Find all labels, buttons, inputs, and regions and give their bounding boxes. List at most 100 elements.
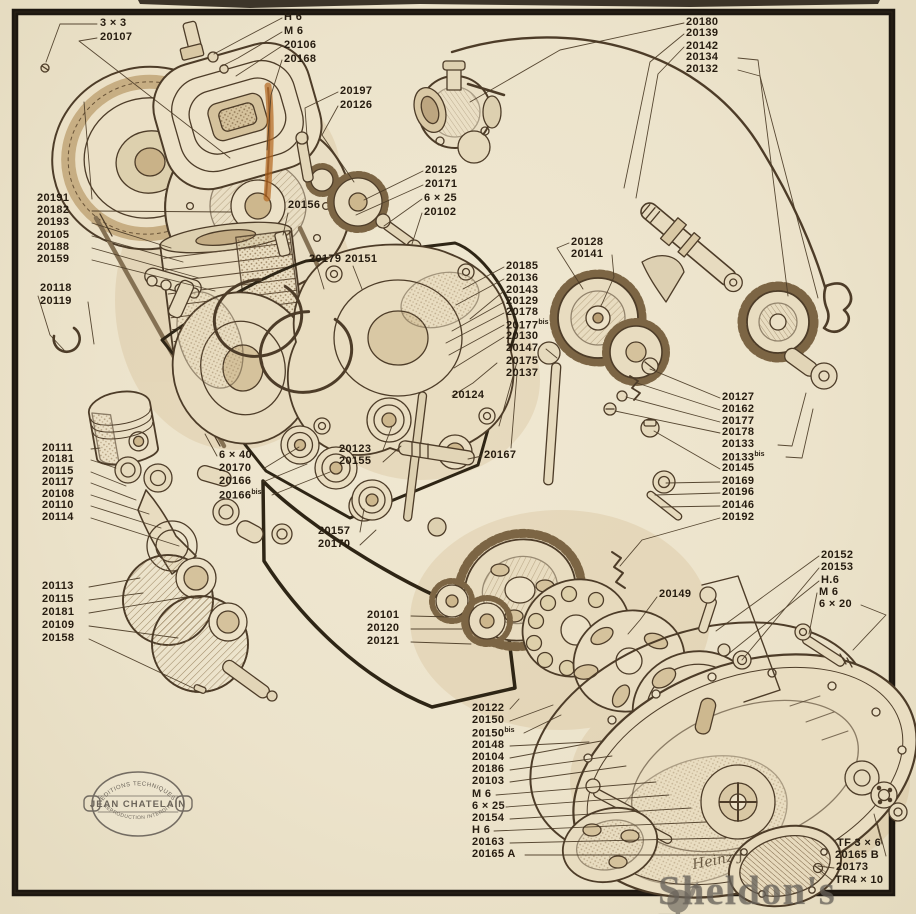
leader-line xyxy=(509,698,520,710)
leader-line xyxy=(726,580,820,656)
part-label: H 6 xyxy=(284,11,303,23)
leader-line xyxy=(45,23,98,63)
part-label: 20133bis xyxy=(722,451,765,464)
leader-line xyxy=(545,348,558,359)
leader-line xyxy=(654,492,721,496)
part-label: 3 × 3 xyxy=(100,17,127,29)
leader-line xyxy=(469,290,505,320)
leader-line xyxy=(262,446,300,470)
small-fittings xyxy=(603,357,683,589)
leader-line xyxy=(498,361,518,427)
leader-line xyxy=(445,312,505,344)
leader-line xyxy=(88,592,144,601)
leader-line xyxy=(785,408,814,459)
leader-line xyxy=(355,184,424,216)
part-label: 20197 xyxy=(340,85,373,97)
leader-line xyxy=(509,755,613,771)
leader-line xyxy=(282,212,289,236)
leader-line xyxy=(451,362,498,397)
part-label: 20196 xyxy=(722,486,755,498)
part-label: 20152 xyxy=(821,549,854,561)
leader-line xyxy=(453,336,505,369)
part-label: 20137 xyxy=(506,367,539,379)
leader-line xyxy=(509,765,627,783)
clutch-flange xyxy=(561,807,659,883)
leader-line xyxy=(635,46,685,199)
part-label: M 6 xyxy=(819,586,839,598)
part-label: 20122 xyxy=(472,702,505,714)
leader-line xyxy=(359,508,365,533)
scan-edge-artifact xyxy=(138,0,880,8)
leader-line xyxy=(451,301,505,332)
part-label: 20143 xyxy=(506,284,539,296)
part-label: H.6 xyxy=(821,574,840,586)
part-label: 20177 xyxy=(722,415,755,427)
part-label: 20178 xyxy=(506,306,539,318)
leader-line xyxy=(660,505,721,508)
spring-clip xyxy=(822,282,853,334)
leader-line xyxy=(90,494,150,515)
leader-line xyxy=(382,425,393,451)
piston xyxy=(88,390,159,466)
part-label: 20193 xyxy=(37,216,70,228)
leader-line xyxy=(649,368,721,399)
part-label: 20185 xyxy=(506,260,539,272)
leader-line xyxy=(808,592,818,635)
leader-line xyxy=(83,101,93,200)
leader-line xyxy=(410,615,452,618)
part-label: 6 × 40 xyxy=(219,449,252,461)
stamp-name-text: JEAN CHATELAIN xyxy=(90,799,186,810)
part-label: 20147 xyxy=(506,342,539,354)
part-label: 20163 xyxy=(472,836,505,848)
part-label: 20188 xyxy=(37,241,70,253)
part-label: 20153 xyxy=(821,561,854,573)
part-label: 20130 xyxy=(506,330,539,342)
camshaft-gears xyxy=(549,255,685,386)
leader-line xyxy=(91,235,184,263)
leader-line xyxy=(90,459,117,469)
part-label: 20118 xyxy=(40,282,72,294)
leader-line xyxy=(509,704,554,722)
part-label: 20104 xyxy=(472,751,505,763)
emu-icon xyxy=(667,882,700,914)
gudgeon-pin-parts xyxy=(114,456,293,545)
leader-line xyxy=(352,265,363,290)
leader-line xyxy=(665,481,721,484)
leader-line xyxy=(873,813,883,845)
leader-line xyxy=(78,37,231,159)
part-label: 20182 xyxy=(37,204,70,216)
kickstart-shaft xyxy=(640,202,743,293)
part-label: 20106 xyxy=(284,39,317,51)
leader-line xyxy=(88,595,193,614)
part-label: 20173 xyxy=(836,861,869,873)
leader-line xyxy=(321,105,355,183)
part-label: 20142 xyxy=(686,40,719,52)
part-label: 20125 xyxy=(425,164,458,176)
leader-line xyxy=(469,22,685,103)
leader-line xyxy=(91,222,172,249)
part-label: 20158 xyxy=(42,632,75,644)
leader-line xyxy=(235,45,283,77)
part-label: 6 × 20 xyxy=(819,598,852,610)
part-label: 20155 xyxy=(339,455,372,467)
part-label: 20102 xyxy=(424,206,457,218)
camchain-sprocket xyxy=(305,163,389,233)
part-label: 20170 xyxy=(219,462,252,474)
leader-line xyxy=(509,837,727,844)
part-label: 20150bis xyxy=(472,727,515,740)
part-label: M 6 xyxy=(284,25,304,37)
gear-shaft xyxy=(398,440,475,466)
leader-line xyxy=(455,278,505,306)
part-label: 20181 xyxy=(42,606,75,618)
part-label: 20115 xyxy=(42,465,74,477)
leader-line xyxy=(653,430,721,470)
part-label: 20148 xyxy=(472,739,505,751)
control-cable xyxy=(450,36,830,300)
part-label: 20167 xyxy=(484,449,517,461)
carburetor xyxy=(413,60,506,164)
leader-line xyxy=(90,471,127,487)
part-label: 20191 xyxy=(37,192,70,204)
part-label: 20171 xyxy=(425,178,458,190)
